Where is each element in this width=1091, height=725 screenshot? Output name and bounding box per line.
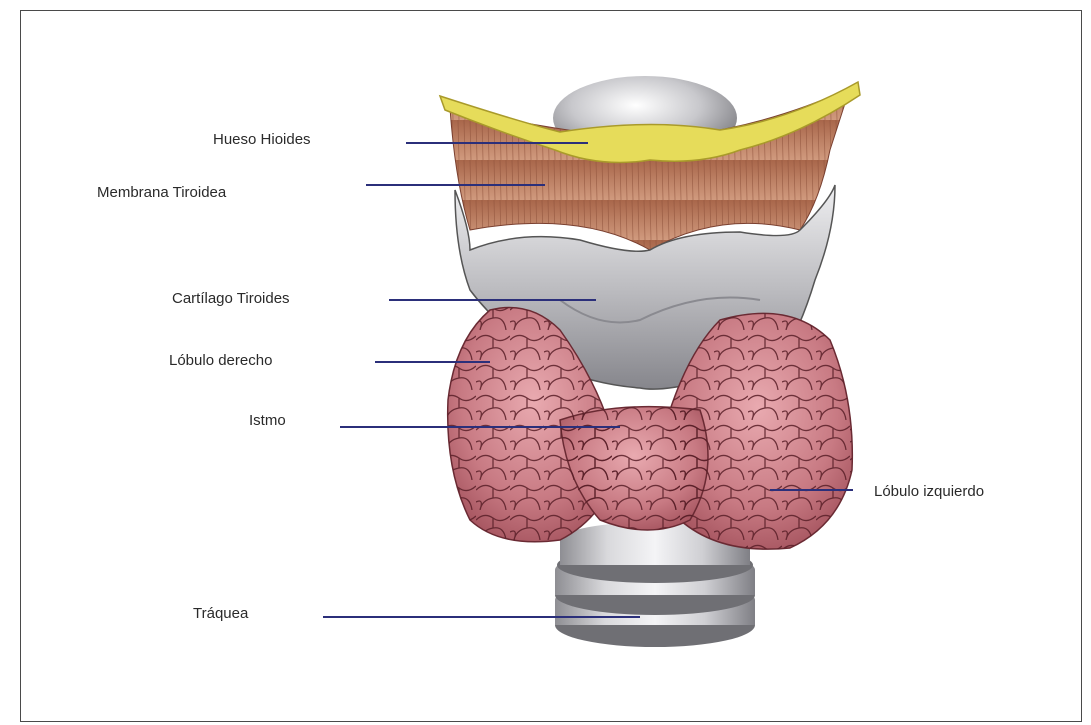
label-hyoid-bone: Hueso Hioides [213, 131, 311, 149]
label-thyroid-membrane: Membrana Tiroidea [97, 184, 226, 202]
label-thyroid-cartilage: Cartílago Tiroides [172, 290, 290, 308]
label-left-lobe: Lóbulo izquierdo [874, 483, 984, 501]
label-isthmus: Istmo [249, 412, 286, 430]
label-trachea: Tráquea [193, 605, 248, 623]
label-right-lobe: Lóbulo derecho [169, 352, 272, 370]
